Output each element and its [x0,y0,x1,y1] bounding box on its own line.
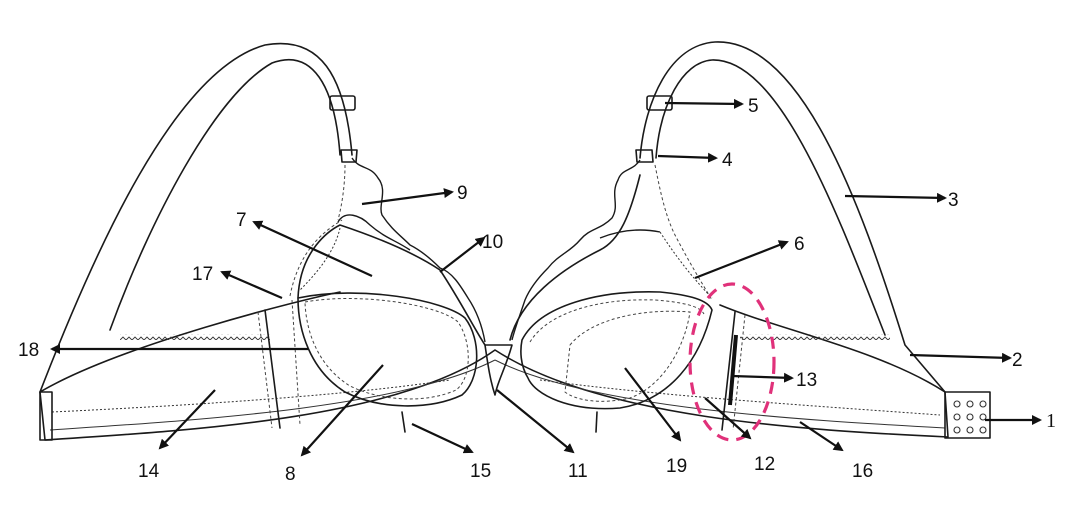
leader-arrows [50,98,1042,457]
right-strap [635,41,946,393]
part-labels: 1 2 3 4 5 6 7 8 9 10 11 12 13 14 15 16 1… [18,96,1056,485]
label-9: 9 [457,183,468,204]
label-2: 2 [1012,350,1023,371]
highlight-ellipse [688,282,776,442]
center-gore [484,344,513,396]
label-10: 10 [482,232,503,253]
label-14: 14 [138,461,160,482]
label-1: 1 [1046,410,1056,432]
label-3: 3 [948,190,959,211]
label-15: 15 [470,461,491,482]
left-strap [39,42,358,393]
label-17: 17 [192,264,213,285]
label-7: 7 [236,210,247,231]
hook-eyes [953,400,987,434]
left-cup [289,157,486,407]
label-19: 19 [666,456,687,477]
right-cup [509,159,713,410]
band [39,291,991,441]
label-5: 5 [748,96,759,117]
label-13: 13 [796,370,817,391]
label-11: 11 [568,461,588,482]
label-12: 12 [754,454,775,475]
label-8: 8 [285,464,296,485]
label-18: 18 [18,340,39,361]
label-6: 6 [794,234,805,255]
label-4: 4 [722,150,733,171]
label-16: 16 [852,461,873,482]
